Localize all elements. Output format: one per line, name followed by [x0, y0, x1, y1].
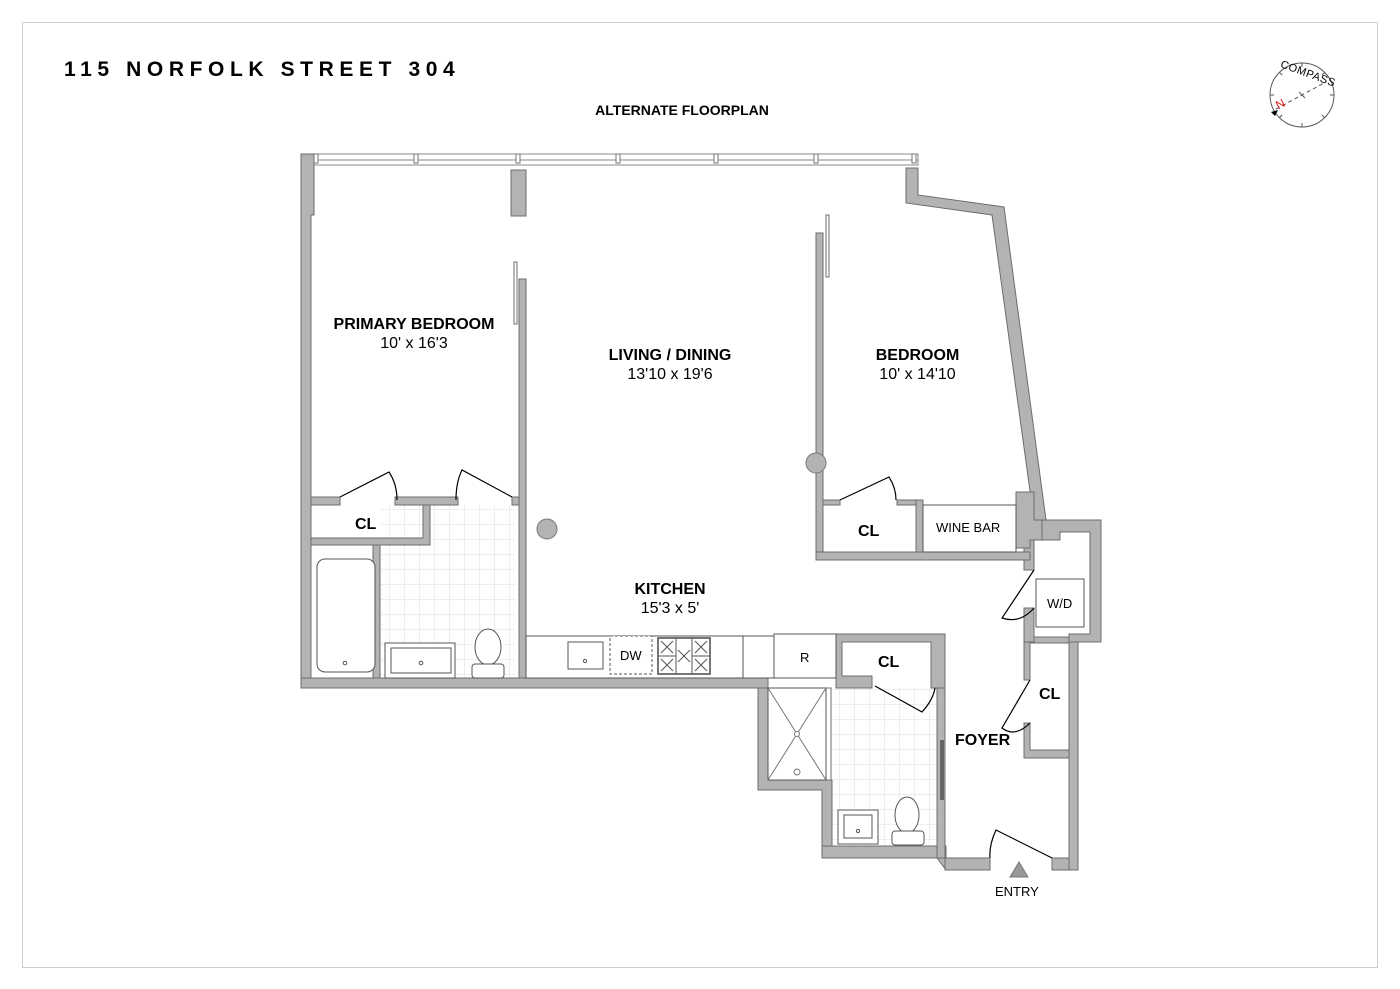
washer-dryer-box [1035, 578, 1085, 628]
bath2-toilet [894, 796, 920, 834]
wine-bar-label: WINE BAR [936, 520, 1001, 535]
refrigerator [773, 633, 837, 679]
closet-primary-bedroom: CL [355, 516, 377, 533]
room-living-dining: LIVING / DINING 13'10 x 19'6 [580, 346, 760, 384]
refrigerator-label: R [800, 650, 810, 665]
room-dims: 13'10 x 19'6 [627, 366, 713, 384]
room-dims: 15'3 x 5' [640, 600, 700, 618]
page-title: 115 NORFOLK STREET 304 [64, 58, 461, 81]
room-dims: 10' x 14'10 [879, 366, 956, 384]
room-name: LIVING / DINING [608, 347, 732, 364]
entry-arrow-icon [1009, 861, 1029, 878]
compass-icon [1269, 62, 1335, 128]
page-subtitle: ALTERNATE FLOORPLAN [595, 102, 769, 118]
column-bedroom [805, 452, 827, 474]
dishwasher-label: DW [620, 648, 642, 663]
washer-dryer-label: W/D [1047, 596, 1073, 611]
room-name: BEDROOM [875, 347, 960, 364]
kitchen-sink [567, 641, 604, 670]
column-living [536, 518, 558, 540]
room-primary-bedroom: PRIMARY BEDROOM 10' x 16'3 [320, 315, 508, 353]
closet-hall: CL [878, 654, 900, 671]
room-kitchen: KITCHEN 15'3 x 5' [610, 580, 730, 618]
door-swings [339, 469, 1053, 859]
closet-bedroom: CL [858, 523, 880, 540]
room-dims: 10' x 16'3 [380, 335, 448, 353]
sliding-door [940, 740, 944, 800]
page-frame [22, 22, 1378, 968]
room-foyer: FOYER [955, 732, 1011, 749]
closet-foyer: CL [1039, 686, 1061, 703]
room-name: PRIMARY BEDROOM [333, 316, 495, 333]
toilet [474, 628, 502, 666]
dishwasher [609, 635, 653, 675]
entry-label: ENTRY [995, 884, 1039, 899]
bathtub [316, 558, 376, 673]
walls [300, 153, 1102, 871]
wine-bar-box [922, 504, 1017, 553]
room-name: KITCHEN [634, 581, 706, 598]
room-bedroom: BEDROOM 10' x 14'10 [850, 346, 985, 384]
